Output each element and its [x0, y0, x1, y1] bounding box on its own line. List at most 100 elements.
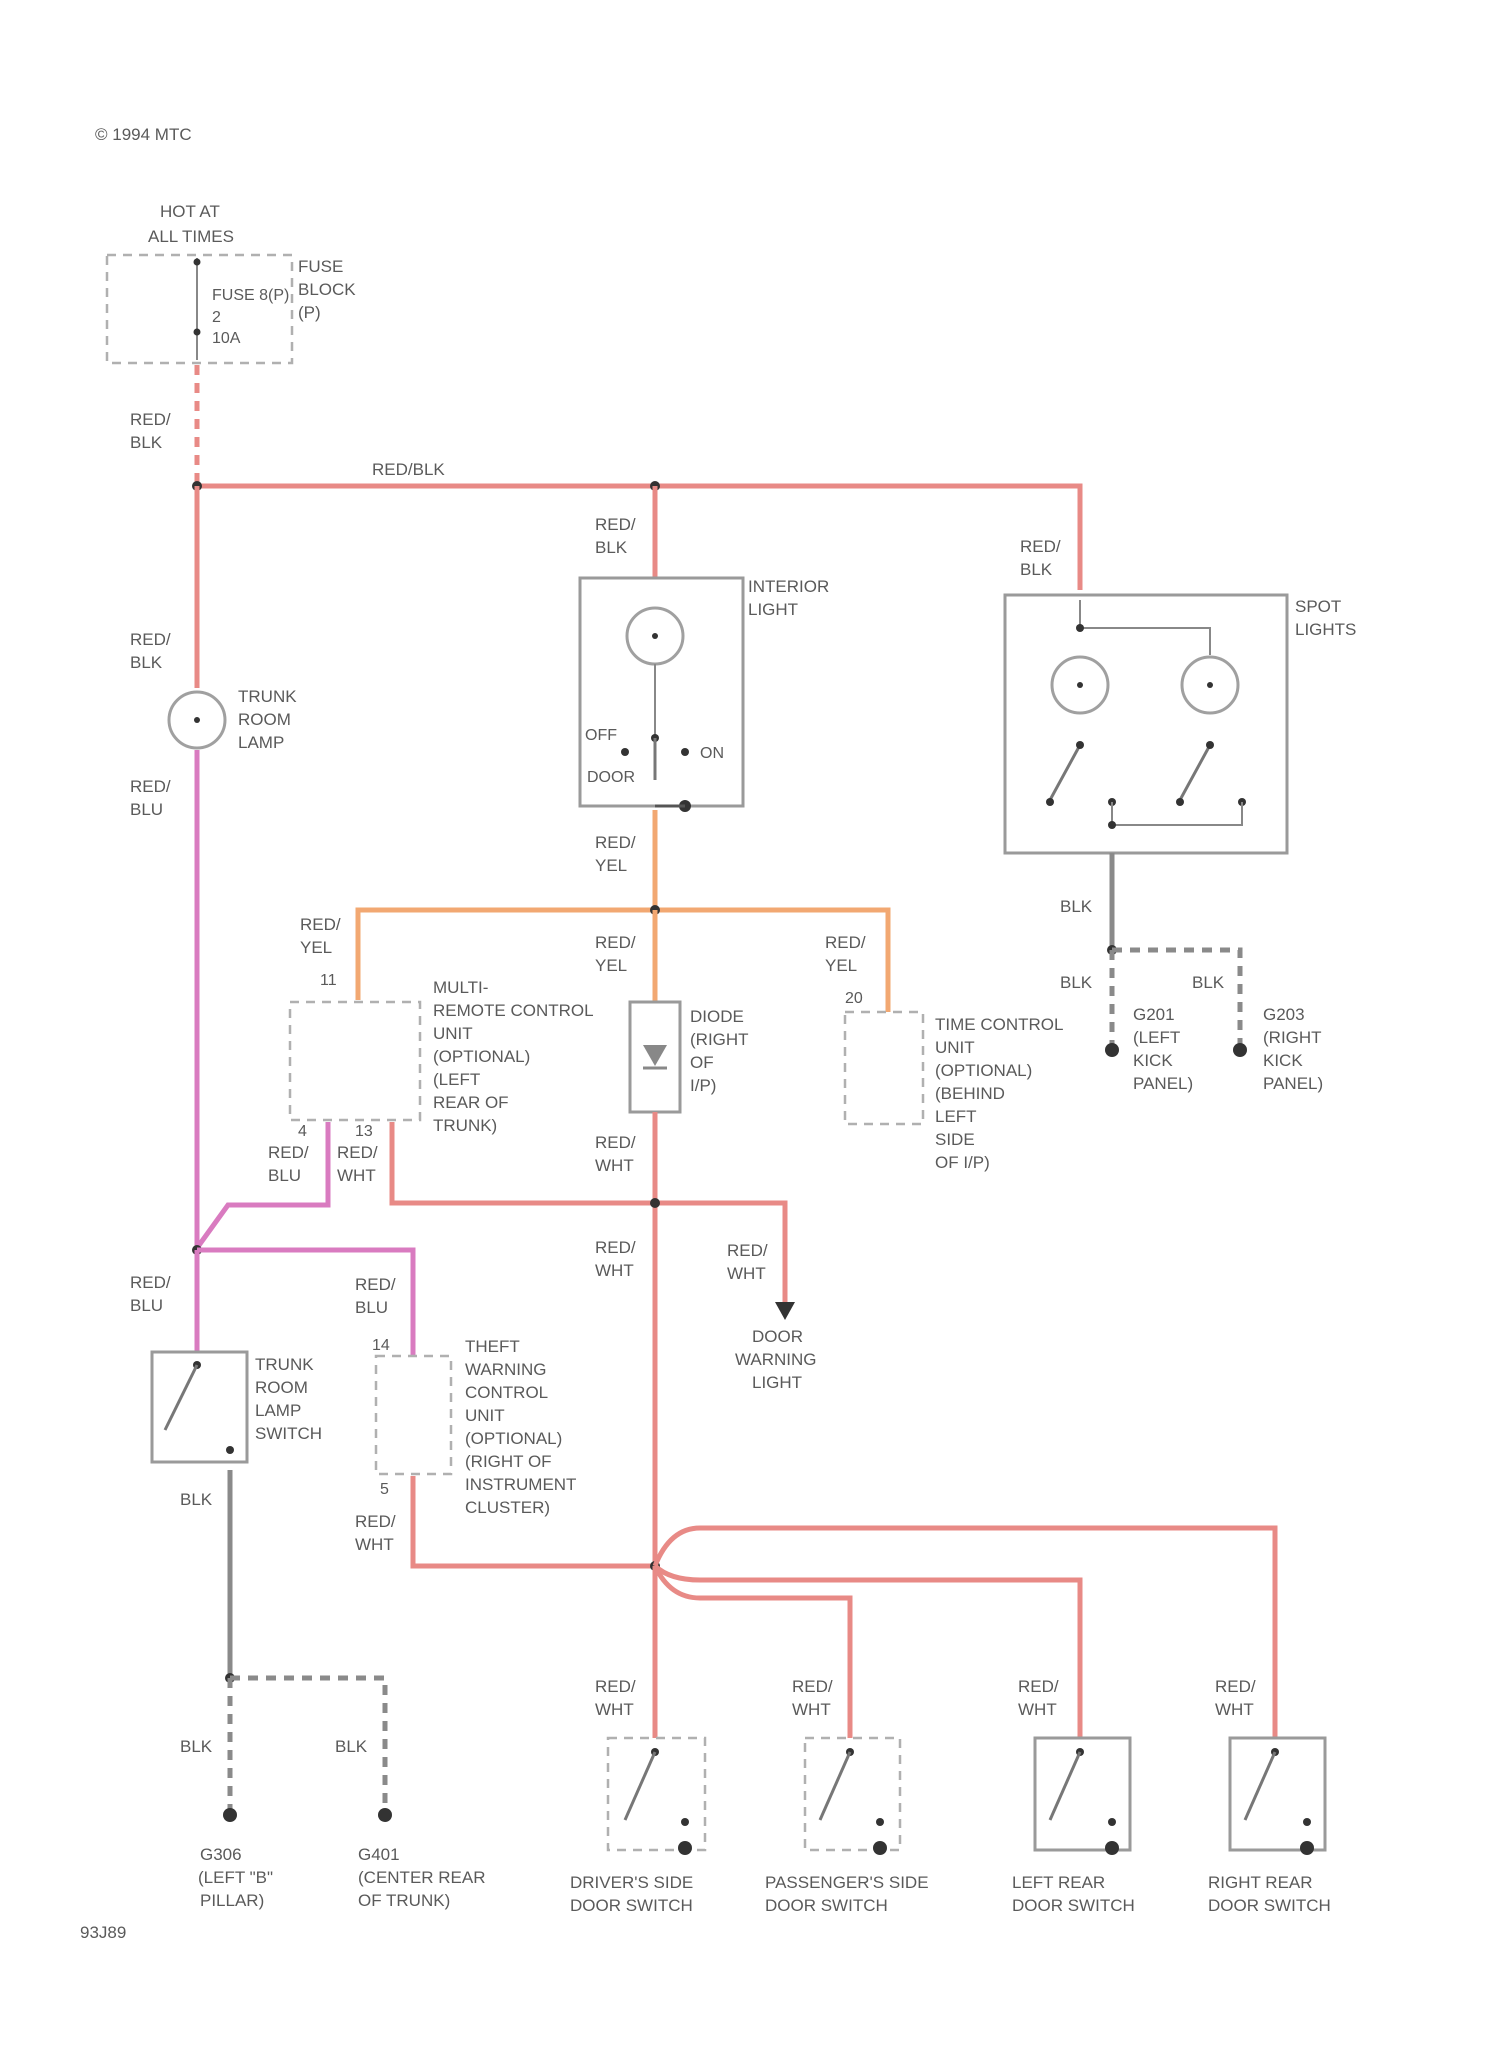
trunk-switch-box [152, 1352, 247, 1462]
interior-label-1: INTERIOR [748, 577, 829, 596]
interior-off-label: OFF [585, 727, 617, 744]
spot-internal-feed [1080, 600, 1210, 655]
spot-feed-node [1076, 624, 1084, 632]
wire-label-blk-4: BLK [595, 538, 628, 557]
trunk-lamp-label-1: TRUNK [238, 687, 297, 706]
g201-label-2: (LEFT [1133, 1028, 1180, 1047]
wire-multi-to-pink [197, 1122, 328, 1248]
g401-ground-dot [378, 1808, 392, 1822]
wire-label-yel-8: YEL [595, 956, 627, 975]
g203-ground-dot [1233, 1043, 1247, 1057]
wire-label-red-4: RED/ [595, 515, 636, 534]
spot-ground-node [1108, 821, 1116, 829]
wire-label-red-27: RED/ [1215, 1677, 1256, 1696]
left-rear-sw-ground [1105, 1841, 1119, 1855]
wire-label-red-26: RED/ [1018, 1677, 1059, 1696]
g203-label-2: (RIGHT [1263, 1028, 1322, 1047]
wire-label-blu-3: BLU [130, 800, 163, 819]
wire-to-right-rear-switch [655, 1528, 1275, 1738]
spot-sw2-pivot [1206, 741, 1214, 749]
hot-label-2: ALL TIMES [148, 227, 234, 246]
wire-label-wht-27: WHT [1215, 1700, 1254, 1719]
left-rear-switch-label-2: DOOR SWITCH [1012, 1896, 1135, 1915]
wire-label-blk-22: BLK [335, 1737, 368, 1756]
wire-label-blk-1: BLK [130, 433, 163, 452]
spot-switch-1 [1050, 745, 1080, 800]
fuse-node-bot [194, 329, 201, 336]
g201-label-3: KICK [1133, 1051, 1173, 1070]
theft-label-3: CONTROL [465, 1383, 548, 1402]
drivers-switch-label-1: DRIVER'S SIDE [570, 1873, 693, 1892]
wire-label-red-25: RED/ [792, 1677, 833, 1696]
multi-remote-label-3: UNIT [433, 1024, 473, 1043]
multi-remote-label-2: REMOTE CONTROL [433, 1001, 594, 1020]
wire-label-yel-6: YEL [300, 938, 332, 957]
time-control-label-6: SIDE [935, 1130, 975, 1149]
fuse-block-label-3: (P) [298, 303, 321, 322]
wire-label-red-8: RED/ [595, 933, 636, 952]
trunk-switch-label-3: LAMP [255, 1401, 301, 1420]
right-rear-sw-arm [1245, 1752, 1275, 1820]
wire-label-wht-17: WHT [727, 1264, 766, 1283]
diode-symbol [643, 1045, 667, 1066]
wire-label-red-17: RED/ [727, 1241, 768, 1260]
multi-remote-label-7: TRUNK) [433, 1116, 497, 1135]
trunk-switch-label-1: TRUNK [255, 1355, 314, 1374]
passengers-sw-ground [873, 1841, 887, 1855]
diode-label-1: DIODE [690, 1007, 744, 1026]
wire-label-red-3: RED/ [130, 777, 171, 796]
drivers-switch-label-2: DOOR SWITCH [570, 1896, 693, 1915]
spot-lights-label-2: LIGHTS [1295, 620, 1356, 639]
splice-wht-1 [650, 1198, 660, 1208]
multi-remote-label-5: (LEFT [433, 1070, 480, 1089]
wire-to-left-rear-switch [655, 1566, 1080, 1738]
wire-label-yel-5: YEL [595, 856, 627, 875]
wire-label-red-13: RED/ [1020, 537, 1061, 556]
wire-label-red-23: RED/ [355, 1512, 396, 1531]
spot-sw2-a [1176, 798, 1184, 806]
fuse-label-2: 2 [212, 309, 221, 326]
g401-label-2: (CENTER REAR [358, 1868, 486, 1887]
spot-1-filament [1077, 682, 1083, 688]
drivers-sw-contact [681, 1818, 689, 1826]
fuse-node-top [194, 259, 201, 266]
interior-on-contact [681, 748, 689, 756]
g306-label-1: G306 [200, 1845, 242, 1864]
time-control-label-5: LEFT [935, 1107, 977, 1126]
multi-remote-pin-4: 4 [298, 1123, 307, 1140]
spot-sw1-pivot [1076, 741, 1084, 749]
fuse-label-1: FUSE 8(P) [212, 287, 289, 304]
passengers-switch-label-1: PASSENGER'S SIDE [765, 1873, 929, 1892]
wire-label-blk-13: BLK [1020, 560, 1053, 579]
spot-internal-ground [1112, 802, 1242, 825]
g306-label-2: (LEFT "B" [198, 1868, 273, 1887]
wire-label-red-12: RED/ [595, 1238, 636, 1257]
theft-label-6: (RIGHT OF [465, 1452, 552, 1471]
right-rear-sw-contact [1303, 1818, 1311, 1826]
wire-label-red-24: RED/ [595, 1677, 636, 1696]
wire-label-blk-16: BLK [1192, 973, 1225, 992]
fuse-block [107, 255, 292, 363]
spot-2-filament [1207, 682, 1213, 688]
theft-pin-14: 14 [372, 1337, 390, 1354]
wire-label-wht-23: WHT [355, 1535, 394, 1554]
g201-label-1: G201 [1133, 1005, 1175, 1024]
trunk-switch-label-4: SWITCH [255, 1424, 322, 1443]
interior-door-label: DOOR [587, 769, 635, 786]
multi-remote-unit-box [290, 1002, 420, 1120]
passengers-switch-label-2: DOOR SWITCH [765, 1896, 888, 1915]
wire-label-blu-9: BLU [268, 1166, 301, 1185]
drivers-sw-arm [625, 1752, 655, 1820]
fuse-label-3: 10A [212, 330, 241, 347]
wire-top-bus [197, 486, 1080, 590]
trunk-sw-contact [226, 1446, 234, 1454]
wire-label-red-19: RED/ [355, 1275, 396, 1294]
door-warning-label-3: LIGHT [752, 1373, 802, 1392]
g201-label-4: PANEL) [1133, 1074, 1193, 1093]
wire-label-wht-24: WHT [595, 1700, 634, 1719]
fuse-block-label-1: FUSE [298, 257, 343, 276]
diode-label-3: OF [690, 1053, 714, 1072]
hot-label-1: HOT AT [160, 202, 220, 221]
wire-label-wht-26: WHT [1018, 1700, 1057, 1719]
